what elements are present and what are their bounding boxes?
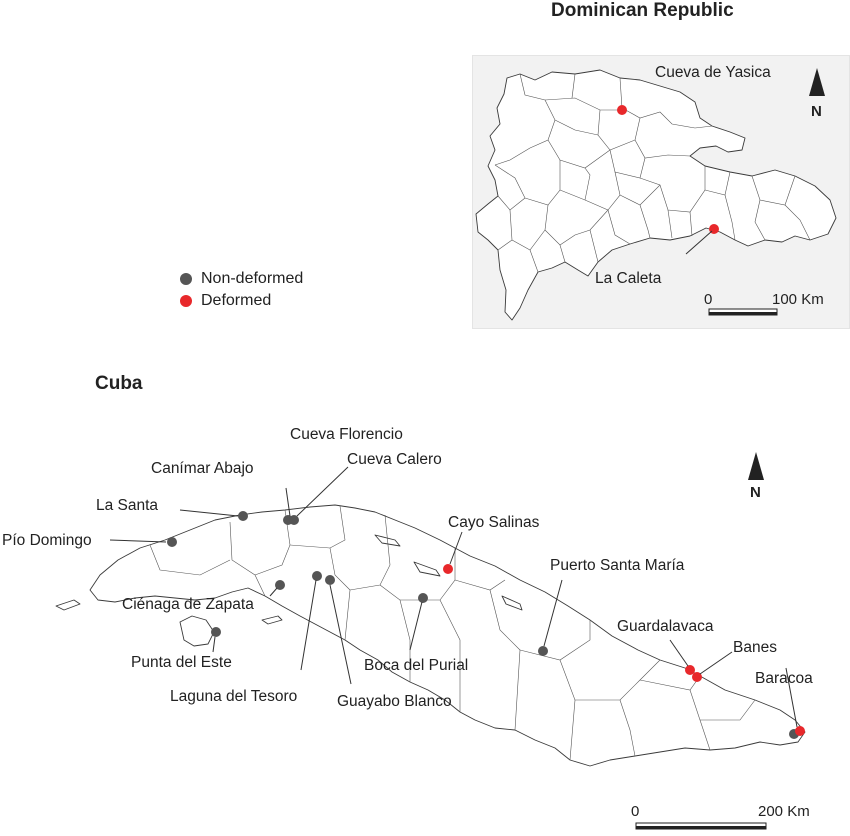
cuba-site-marker	[275, 580, 285, 590]
north-arrow-icon	[748, 452, 764, 480]
dr-site-label: Cueva de Yasica	[655, 64, 771, 81]
cuba-site-marker	[692, 672, 702, 682]
north-label: N	[750, 484, 761, 501]
cuba-site-marker	[312, 571, 322, 581]
dr-site-label: La Caleta	[595, 270, 662, 287]
cuba-site-label: Laguna del Tesoro	[170, 688, 297, 705]
legend-item-deformed: Deformed	[180, 290, 303, 312]
cuba-site-marker	[443, 564, 453, 574]
cuba-site-label: Guayabo Blanco	[337, 693, 452, 710]
cuba-site-label: Baracoa	[755, 670, 813, 687]
cuba-site-label: Guardalavaca	[617, 618, 714, 635]
cuba-landmass	[89, 504, 806, 767]
cuba-site-marker	[538, 646, 548, 656]
cuba-site-label: Puerto Santa María	[550, 557, 685, 574]
legend-label-deformed: Deformed	[201, 292, 272, 309]
north-arrow-icon	[809, 68, 825, 96]
cuba-leader-lines	[109, 466, 798, 728]
cuba-site-marker	[167, 537, 177, 547]
isla-de-la-juventud	[179, 615, 215, 647]
cuba-title: Cuba	[95, 373, 143, 394]
cuba-site-marker	[325, 575, 335, 585]
dr-scale-bar	[708, 308, 778, 316]
cuba-site-label: Boca del Purial	[364, 657, 468, 674]
north-label: N	[811, 103, 822, 120]
dominican-map: Cueva de Yasica La Caleta N 0 100 Km	[475, 64, 837, 321]
legend: Non-deformed Deformed	[180, 268, 303, 312]
cuba-site-label: Cueva Calero	[347, 451, 442, 468]
cuba-site-marker	[238, 511, 248, 521]
dominican-republic-title: Dominican Republic	[551, 0, 734, 21]
legend-item-non-deformed: Non-deformed	[180, 268, 303, 290]
cuba-scale-end-label: 200 Km	[758, 803, 810, 820]
dominican-landmass	[475, 69, 837, 321]
legend-swatch-deformed	[180, 295, 192, 307]
cuba-scale-zero-label: 0	[631, 803, 639, 820]
cuba-scale-bar	[635, 822, 767, 830]
cuba-site-marker	[418, 593, 428, 603]
cuba-cay	[261, 615, 283, 625]
cuba-site-label: Cayo Salinas	[448, 514, 540, 531]
cuba-site-label: Canímar Abajo	[151, 460, 254, 477]
cuba-site-marker	[289, 515, 299, 525]
cuba-cay	[501, 595, 523, 611]
legend-swatch-non-deformed	[180, 273, 192, 285]
cuba-map: Cueva Florencio Canímar Abajo Cueva Cale…	[2, 426, 813, 830]
cuba-site-marker	[685, 665, 695, 675]
cuba-site-label: Punta del Este	[131, 654, 232, 671]
dr-leader-line	[685, 230, 713, 255]
dr-scale-zero-label: 0	[704, 291, 712, 308]
cuba-site-label: La Santa	[96, 497, 158, 514]
cuba-site-marker	[211, 627, 221, 637]
cuba-cay	[55, 599, 81, 611]
dr-scale-end-label: 100 Km	[772, 291, 824, 308]
cuba-site-label: Pío Domingo	[2, 532, 92, 549]
cuba-site-label: Ciénaga de Zapata	[122, 596, 254, 613]
dr-site-marker	[617, 105, 627, 115]
cuba-site-marker	[795, 726, 805, 736]
dominican-province-borders	[494, 73, 811, 273]
cuba-site-label: Cueva Florencio	[290, 426, 403, 443]
legend-label-non-deformed: Non-deformed	[201, 270, 304, 287]
cuba-cay	[413, 561, 441, 577]
cuba-site-label: Banes	[733, 639, 777, 656]
